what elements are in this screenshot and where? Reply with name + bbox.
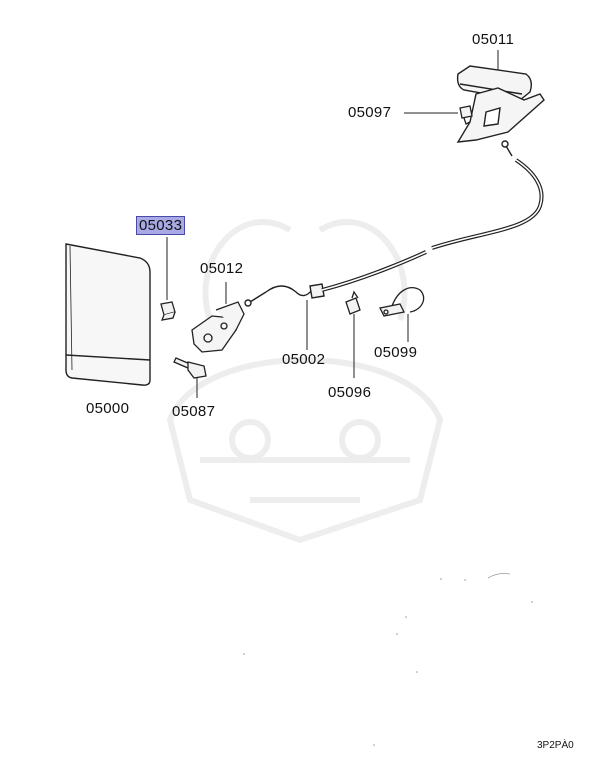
part-05011-lever: [456, 65, 545, 143]
callout-05096[interactable]: 05096: [328, 384, 372, 401]
callout-05097[interactable]: 05097: [348, 104, 392, 121]
callout-05087[interactable]: 05087: [172, 403, 216, 420]
part-05087-bolt: [173, 357, 207, 379]
callout-05099[interactable]: 05099: [374, 344, 418, 361]
part-05099-band: [379, 287, 425, 317]
callout-05033-highlighted[interactable]: 05033: [136, 216, 186, 235]
watermark-emblem: [166, 219, 444, 544]
diagram-code: 3P2PÀ0: [537, 740, 574, 751]
part-05096-clamp: [345, 290, 361, 315]
callout-05011[interactable]: 05011: [472, 31, 515, 48]
callout-05012[interactable]: 05012: [200, 260, 244, 277]
part-05033-clip: [160, 301, 176, 321]
part-05097-screw: [459, 105, 473, 125]
part-05000-fuel-lid: [65, 243, 151, 386]
callout-05000[interactable]: 05000: [86, 400, 130, 417]
scan-specks: [243, 573, 533, 746]
callout-05002[interactable]: 05002: [282, 351, 326, 368]
part-05012-latch: [191, 301, 245, 353]
part-05002-cable: [244, 140, 544, 307]
